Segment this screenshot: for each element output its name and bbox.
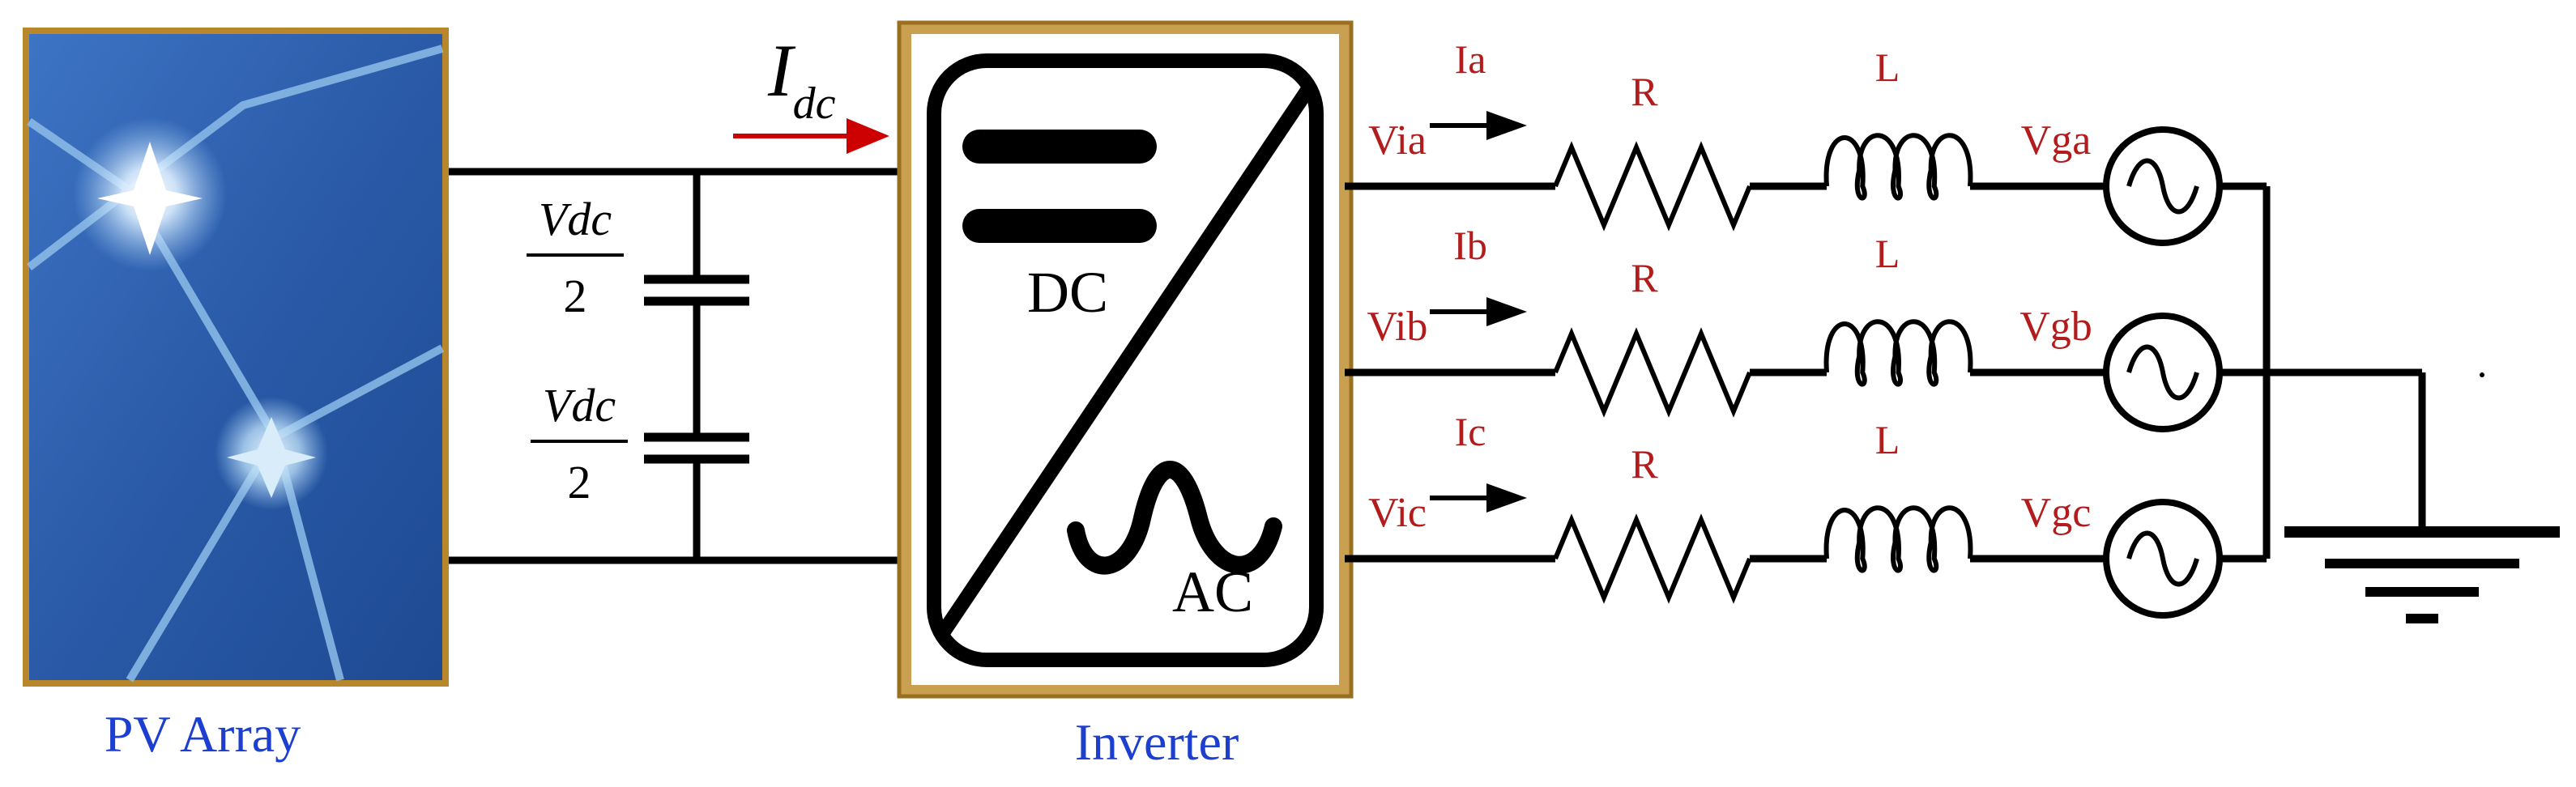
current-arrow-icon	[1430, 483, 1527, 513]
inductor-label: L	[1875, 231, 1900, 276]
inverter-voltage-label: Vib	[1367, 304, 1428, 350]
inverter-label: Inverter	[1075, 713, 1239, 771]
ac-source-icon	[2103, 499, 2223, 619]
inverter: DC AC Inverter	[897, 20, 1354, 771]
inverter-voltage-label: Via	[1368, 117, 1427, 164]
phase-current-label: Ib	[1453, 223, 1487, 268]
dc-current-symbol: I	[767, 29, 796, 112]
solar-panel-icon	[29, 34, 442, 680]
inductor-label: L	[1875, 417, 1900, 462]
dc-current-subscript: dc	[793, 79, 836, 129]
resistor-icon	[1553, 327, 1752, 418]
cap-top-label: Vdc 2	[527, 193, 624, 322]
panel-glint-top	[97, 142, 203, 255]
ground-icon	[2284, 526, 2560, 623]
sine-wave	[2126, 158, 2199, 215]
cap-bottom-denominator: 2	[568, 456, 591, 508]
ac-source-icon	[2103, 313, 2223, 432]
inductor-icon	[1823, 505, 1973, 573]
cap-top-numerator: Vdc	[539, 193, 612, 245]
capacitor-icon	[644, 274, 749, 306]
current-arrow-icon	[733, 118, 889, 154]
resistor-label: R	[1631, 255, 1658, 300]
grid-voltage-label: Vga	[2021, 117, 2092, 164]
grid-voltage-label: Vgb	[2019, 304, 2092, 350]
dc-link	[449, 168, 944, 564]
panel-glint-bottom	[227, 417, 316, 498]
resistor-icon	[1553, 513, 1752, 604]
sine-wave	[2126, 344, 2199, 401]
phase-current-label: Ic	[1455, 409, 1486, 454]
dc-current-label: Idc	[733, 29, 889, 154]
arrow-head	[1486, 111, 1527, 140]
sine-wave	[2126, 530, 2199, 587]
cap-bottom-numerator: Vdc	[543, 379, 616, 432]
capacitor-icon	[644, 432, 749, 464]
svg-text:Idc: Idc	[767, 29, 836, 129]
cap-bottom-label: Vdc 2	[531, 379, 628, 508]
current-arrow-icon	[1430, 297, 1527, 326]
dc-ac-converter-icon	[927, 53, 1324, 667]
inverter-voltage-label: Vic	[1368, 490, 1427, 536]
pv-array-label: PV Array	[104, 705, 301, 763]
inductor-icon	[1823, 133, 1973, 201]
inductor-icon	[1823, 319, 1973, 387]
arrow-head	[1486, 483, 1527, 513]
pv-array: PV Array	[23, 28, 449, 763]
arrow-head	[1486, 297, 1527, 326]
resistor-label: R	[1631, 441, 1658, 487]
phase-current-label: Ia	[1455, 36, 1486, 82]
current-arrow-icon	[1430, 111, 1527, 140]
inductor-label: L	[1875, 45, 1900, 90]
cap-top-denominator: 2	[564, 270, 587, 322]
grid-voltage-label: Vgc	[2021, 490, 2092, 536]
grid-neutral	[2263, 186, 2426, 559]
resistor-label: R	[1631, 69, 1658, 114]
inverter-ac-text: AC	[1172, 559, 1253, 624]
stray-dot	[2480, 372, 2484, 377]
resistor-icon	[1553, 141, 1752, 232]
inverter-dc-text: DC	[1027, 260, 1108, 325]
ac-source-icon	[2103, 126, 2223, 246]
